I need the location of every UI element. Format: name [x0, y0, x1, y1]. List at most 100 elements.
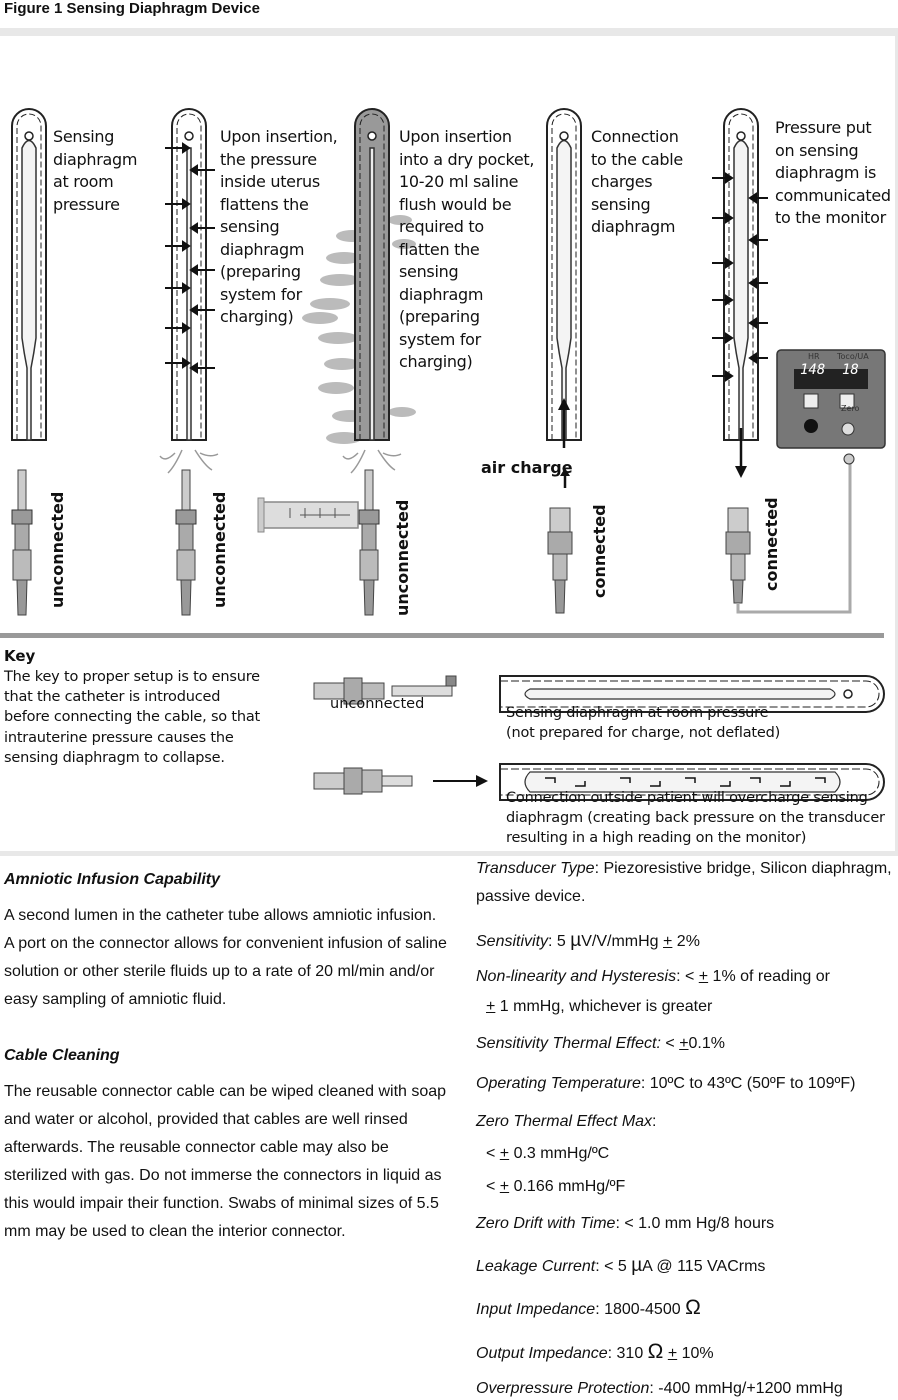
caption-line: charging) [399, 352, 473, 371]
spec-label: Zero Thermal Effect Max [476, 1113, 653, 1130]
spec-value: : -400 mmHg/+1200 mmHg [649, 1380, 843, 1397]
caption-line: flattens the [220, 194, 309, 214]
catheter-2 [159, 108, 219, 616]
spec-value: 0.3 mmHg/ºC [509, 1145, 610, 1162]
caption-line: sensing [591, 194, 651, 214]
spec-zero-thermal-f: < + 0.166 mmHg/ºF [486, 1178, 625, 1196]
monitor-hr-value: 148 [800, 362, 826, 378]
caption-line: Upon insertion [399, 127, 512, 146]
spec-label: Sensitivity Thermal Effect: [476, 1035, 661, 1052]
figure-title: Figure 1 Sensing Diaphragm Device [4, 0, 260, 17]
spec-value: A @ 115 VACrms [642, 1258, 766, 1275]
spec-zero-thermal-c: < + 0.3 mmHg/ºC [486, 1145, 609, 1163]
spec-transducer-type: Transducer Type: Piezoresistive bridge, … [476, 860, 892, 878]
caption-line: diaphragm [399, 284, 484, 304]
spec-zero-thermal: Zero Thermal Effect Max: [476, 1113, 657, 1131]
caption-line: system for [399, 329, 481, 349]
caption-line: diaphragm [53, 149, 138, 169]
spec-value: 0.166 mmHg/ºF [509, 1178, 626, 1195]
section-title-amniotic-infusion: Amniotic Infusion Capability [4, 871, 221, 888]
caption-line: communicated [775, 185, 891, 205]
caption-line: Sensing diaphragm at room pressure [506, 705, 769, 721]
spec-leakage-current: Leakage Current: < 5 µA @ 115 VACrms [476, 1255, 765, 1277]
catheter-4 [546, 108, 582, 614]
caption-5: Pressure put on sensing diaphragm is com… [775, 117, 891, 230]
spec-transducer-type-cont: passive device. [476, 888, 585, 906]
caption-2: Upon insertion, the pressure inside uter… [220, 126, 338, 329]
spec-value: V/V/mmHg [581, 933, 664, 950]
left-column: Amniotic Infusion Capability A second lu… [4, 866, 449, 1274]
state-label-unconnected: unconnected [210, 491, 229, 608]
monitor-zero-label: Zero [841, 404, 860, 413]
spec-value: : 10ºC to 43ºC (50ºF to 109ºF) [640, 1075, 856, 1092]
spec-value: : < [676, 968, 699, 985]
spec-label: Input Impedance [476, 1301, 596, 1318]
caption-line: resulting in a high reading on the monit… [506, 830, 807, 846]
spec-label: Sensitivity [476, 933, 549, 950]
state-label-connected: connected [762, 497, 781, 591]
spec-label: Transducer Type [476, 860, 595, 877]
key-catheter-overcharged [499, 763, 885, 801]
state-label-unconnected: unconnected [48, 491, 67, 608]
spec-nonlinearity-cont: + 1 mmHg, whichever is greater [486, 998, 712, 1016]
caption-line: pressure [53, 194, 120, 214]
key-unconnected-label: unconnected [330, 696, 425, 712]
key-caption-2: Connection outside patient will overchar… [506, 788, 885, 848]
spec-value: + [667, 1345, 678, 1362]
key-catheter-room-pressure [499, 675, 885, 713]
caption-1: Sensing diaphragm at room pressure [53, 126, 137, 216]
spec-value: : 310 [607, 1345, 648, 1362]
spec-label: Zero Drift with Time [476, 1215, 616, 1232]
caption-line: charges [591, 172, 653, 191]
spec-value: + [663, 933, 673, 950]
spec-nonlinearity: Non-linearity and Hysteresis: < + 1% of … [476, 968, 830, 986]
section-text-amniotic-infusion: A second lumen in the catheter tube allo… [4, 907, 447, 1008]
caption-line: system for [220, 284, 302, 304]
catheter-1 [11, 108, 47, 616]
caption-line: sensing [220, 217, 280, 236]
state-label-unconnected: unconnected [393, 499, 412, 616]
spec-label: Leakage Current [476, 1258, 596, 1275]
spec-value: µ [631, 1255, 643, 1276]
caption-line: Upon insertion, [220, 127, 338, 146]
catheter-diagram [0, 108, 886, 801]
monitor-hr-label: HR [808, 352, 820, 361]
spec-value: 10% [677, 1345, 714, 1362]
figure-panel: Sensing diaphragm at room pressure Upon … [0, 28, 898, 856]
spec-value: passive device. [476, 888, 586, 905]
caption-line: Connection [591, 127, 679, 146]
caption-line: inside uterus [220, 172, 320, 191]
monitor-toco-value: 18 [842, 362, 859, 378]
spec-output-impedance: Output Impedance: 310 Ω + 10% [476, 1340, 714, 1364]
spec-input-impedance: Input Impedance: 1800-4500 Ω [476, 1296, 701, 1320]
spec-label: Non-linearity and Hysteresis [476, 968, 677, 985]
spec-value: + [679, 1035, 689, 1052]
spec-value: + [499, 1178, 510, 1195]
spec-value: : 1800-4500 [595, 1301, 686, 1318]
spec-zero-drift: Zero Drift with Time: < 1.0 mm Hg/8 hour… [476, 1215, 774, 1233]
monitor-toco-label: Toco/UA [837, 352, 869, 361]
key-unconnected-connector [313, 675, 457, 705]
spec-value: < [486, 1145, 500, 1162]
spec-thermal-effect: Sensitivity Thermal Effect: < +0.1% [476, 1035, 725, 1053]
caption-line: charging) [220, 307, 294, 326]
key-title: Key [4, 647, 36, 665]
spec-value: 2% [672, 933, 700, 950]
caption-line: diaphragm [220, 239, 305, 259]
key-caption-1: Sensing diaphragm at room pressure (not … [506, 703, 780, 743]
key-connected-connector [313, 767, 488, 795]
spec-value: Ω [685, 1296, 701, 1319]
spec-value: < [660, 1035, 680, 1052]
spec-value: Ω [647, 1340, 664, 1363]
caption-line: (not prepared for charge, not deflated) [506, 725, 781, 741]
spec-value: + [698, 968, 709, 985]
caption-line: diaphragm [591, 217, 676, 236]
caption-line: Connection outside patient will overchar… [506, 790, 868, 806]
caption-line: to the monitor [775, 208, 886, 227]
caption-line: sensing [399, 262, 459, 281]
spec-sensitivity: Sensitivity: 5 µV/V/mmHg + 2% [476, 930, 700, 952]
spec-value: : Piezoresistive bridge, Silicon diaphra… [594, 860, 892, 877]
figure-illustration: Sensing diaphragm at room pressure Upon … [0, 36, 895, 851]
catheter-3 [257, 108, 416, 616]
caption-4: Connection to the cable charges sensing … [591, 126, 683, 239]
